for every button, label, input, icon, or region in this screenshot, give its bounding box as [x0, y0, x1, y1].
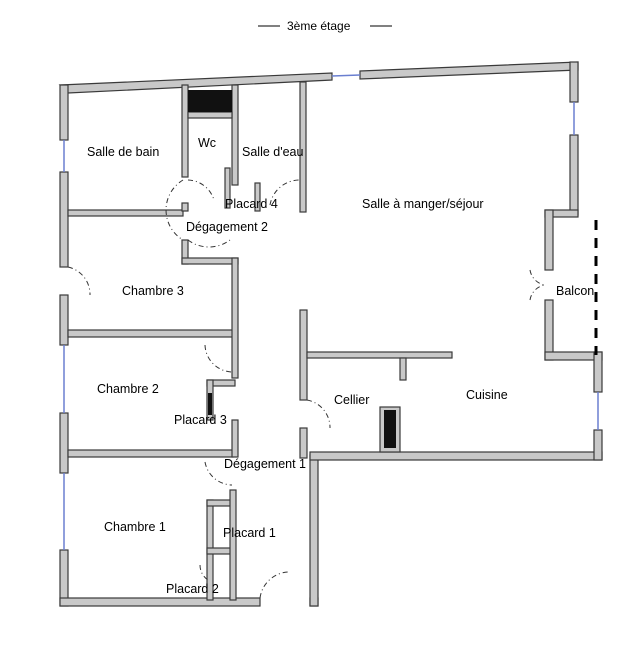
- windows: [63, 74, 599, 550]
- room-label-placard-4: Placard 4: [225, 197, 278, 211]
- room-label-salle-deau: Salle d'eau: [242, 145, 304, 159]
- walls: [58, 61, 603, 607]
- duct-block: [384, 410, 396, 448]
- room-labels: Salle de bain Wc Salle d'eau Placard 4 D…: [87, 136, 594, 596]
- room-label-sejour: Salle à manger/séjour: [362, 197, 484, 211]
- room-label-cellier: Cellier: [334, 393, 369, 407]
- room-label-placard-2: Placard 2: [166, 582, 219, 596]
- plan-title: 3ème étage: [258, 19, 392, 33]
- room-label-cuisine: Cuisine: [466, 388, 508, 402]
- duct-block: [188, 90, 232, 112]
- room-label-balcon: Balcon: [556, 284, 594, 298]
- room-label-placard-1: Placard 1: [223, 526, 276, 540]
- room-label-chambre-2: Chambre 2: [97, 382, 159, 396]
- fixtures: [188, 90, 401, 453]
- room-label-chambre-1: Chambre 1: [104, 520, 166, 534]
- room-label-degagement-2: Dégagement 2: [186, 220, 268, 234]
- doors: [67, 179, 546, 599]
- room-label-wc: Wc: [198, 136, 216, 150]
- room-label-placard-3: Placard 3: [174, 413, 227, 427]
- room-label-salle-de-bain: Salle de bain: [87, 145, 159, 159]
- room-label-chambre-3: Chambre 3: [122, 284, 184, 298]
- room-label-degagement-1: Dégagement 1: [224, 457, 306, 471]
- plan-title-text: 3ème étage: [287, 19, 351, 33]
